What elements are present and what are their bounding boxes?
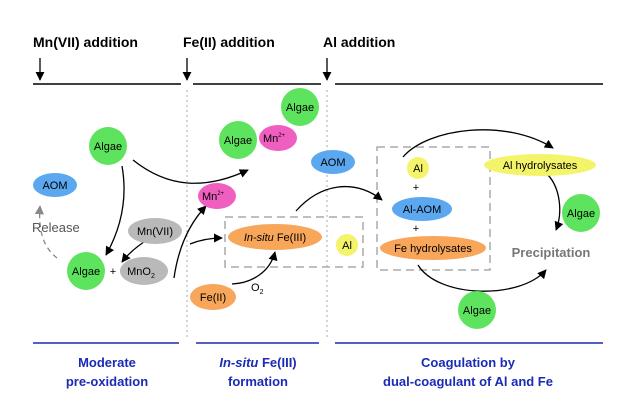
- algae-bottom-left-node: [67, 252, 105, 290]
- algae-left-label: Algae: [94, 141, 122, 153]
- arrow-algae-to-algae-mn2: [132, 159, 249, 184]
- algae-bottom-left-label: Algae: [72, 266, 100, 278]
- o2-label: O2: [251, 282, 264, 296]
- al-hydrolysates-label: Al hydrolysates: [503, 160, 578, 172]
- algae-top-mid-label: Algae: [286, 102, 314, 114]
- algae-right-node: [562, 194, 600, 232]
- footer-1-line-2: pre-oxidation: [66, 374, 148, 389]
- algae-bottom-right-label: Algae: [463, 305, 491, 317]
- footer-2-line-1: In-situ Fe(III): [219, 355, 296, 370]
- al-box-node: [407, 157, 429, 179]
- mno2-node: [120, 257, 168, 285]
- al-box-label: Al: [413, 163, 423, 175]
- arrow-release-to-aom: [34, 205, 58, 259]
- header-fe-addition: Fe(II) addition: [183, 34, 275, 50]
- precipitation-label: Precipitation: [512, 245, 591, 260]
- aom-mid-label: AOM: [320, 157, 345, 169]
- mn7-label: Mn(VII): [137, 226, 173, 238]
- arrow-fe-hydrolysates-to-precipitation: [417, 264, 547, 292]
- fe-hydrolysates-label: Fe hydrolysates: [394, 243, 472, 255]
- arrow-to-precipitation: [547, 174, 564, 231]
- algae-top-mid-node: [281, 88, 319, 126]
- algae-bottom-right-node: [458, 291, 496, 329]
- arrow-al-to-al-hydrolysates: [402, 129, 554, 158]
- mno2-label: MnO2: [127, 266, 155, 280]
- footer-3-line-2: dual-coagulant of Al and Fe: [383, 374, 553, 389]
- arrow-mno2-to-mn2: [173, 205, 207, 279]
- plus-box-2: +: [413, 223, 419, 235]
- insitu-fe3-label: In-situ Fe(III): [244, 232, 306, 244]
- fe-hydrolysates-node: [380, 236, 486, 260]
- mn2-node-2: [198, 183, 236, 209]
- fe2-label: Fe(II): [200, 292, 226, 304]
- header-mn-addition: Mn(VII) addition: [33, 34, 138, 50]
- mn2-label-1: Mn2+: [263, 133, 286, 145]
- al-mid-node: [336, 234, 358, 256]
- plus-box-1: +: [413, 182, 419, 194]
- mn2-node-1: [259, 125, 297, 151]
- algae-mid-label: Algae: [224, 135, 252, 147]
- aom-mid-node: [311, 150, 355, 174]
- header-al-addition: Al addition: [323, 34, 395, 50]
- arrow-mn2-to-insitu: [189, 233, 223, 245]
- footer-3-line-1: Coagulation by: [421, 355, 516, 370]
- footer-1-line-1: Moderate: [78, 355, 136, 370]
- coagulation-dashed-box: [376, 146, 491, 271]
- aom-left-label: AOM: [42, 180, 67, 192]
- footer-2-line-2: formation: [228, 374, 288, 389]
- release-label: Release: [32, 220, 80, 235]
- aom-left-node: [33, 173, 77, 197]
- al-aom-label: Al-AOM: [403, 204, 442, 216]
- al-hydrolysates-node: [484, 154, 596, 176]
- arrow-insitu-to-coagulation: [295, 186, 383, 212]
- algae-mid-node: [219, 121, 257, 159]
- arrow-algae-to-algae-mno2: [105, 165, 125, 256]
- insitu-fe3-node: [228, 224, 322, 250]
- algae-left-node: [89, 127, 127, 165]
- algae-right-label: Algae: [567, 208, 595, 220]
- mn7-node: [128, 218, 182, 244]
- insitu-dashed-box: [224, 216, 364, 268]
- fe2-node: [190, 284, 236, 310]
- plus-left: +: [110, 266, 116, 278]
- al-mid-label: Al: [342, 240, 352, 252]
- mn2-label-2: Mn2+: [202, 191, 225, 203]
- arrow-fe2-to-insitu: [231, 251, 278, 285]
- al-aom-node: [392, 197, 452, 221]
